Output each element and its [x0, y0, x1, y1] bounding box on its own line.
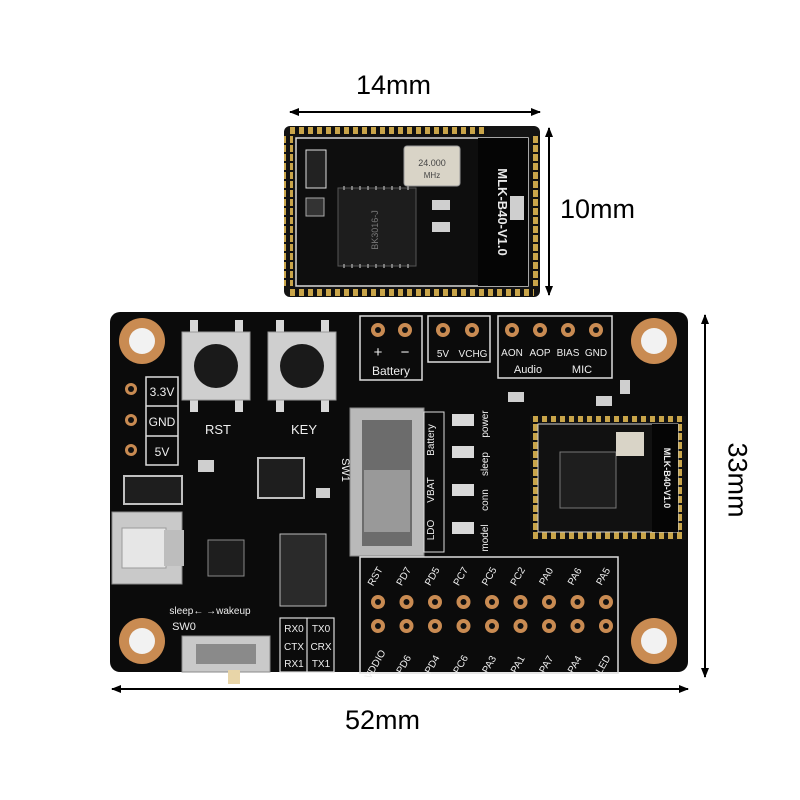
module-chip [337, 187, 417, 267]
diode [123, 475, 183, 505]
gpio-pin-hole [489, 623, 495, 629]
gpio-pin-hole [603, 599, 609, 605]
smd-component [510, 196, 524, 220]
sw0-legend: sleep← →wakeup [169, 606, 251, 617]
mode-label-vbat: VBAT [426, 477, 437, 502]
uart-label-rx0: RX0 [284, 624, 304, 635]
gpio-pin-hole [375, 623, 381, 629]
state-label-conn: conn [480, 489, 491, 511]
smd-component [508, 392, 524, 402]
mode-label-battery: Battery [426, 424, 437, 456]
sw0-slide-switch[interactable] [181, 635, 271, 684]
module-width-label: 14mm [356, 70, 432, 100]
gpio-pin-hole [517, 599, 524, 605]
gpio-pin-hole [460, 599, 467, 605]
mode-label-ldo: LDO [426, 519, 437, 540]
crystal-unit: MHz [424, 171, 440, 180]
mounting-hole [631, 618, 677, 664]
smd-component [432, 222, 450, 232]
charge-header: 5V VCHG [427, 315, 491, 363]
pin-label-gnd: GND [149, 415, 176, 429]
state-labels: model conn sleep power [480, 410, 491, 552]
smd-component [432, 200, 450, 210]
module-chip-text: BK3016-J [370, 210, 380, 250]
pin-label-5v-charge: 5V [437, 349, 450, 360]
rst-button-label: RST [205, 422, 231, 437]
pin-label-vchg: VCHG [459, 349, 488, 360]
gpio-pin-hole [517, 623, 524, 629]
smd-component [305, 149, 327, 189]
battery-plus-sign: + [374, 344, 383, 361]
crystal-oscillator [403, 145, 461, 187]
uart-labels: RX0 TX0 CTX CRX RX1 TX1 [279, 617, 335, 673]
mode-labels: LDO VBAT Battery [423, 411, 445, 553]
gpio-pin-hole [460, 623, 467, 629]
dev-board: 3.3V GND 5V RST KEY + − Battery [110, 312, 688, 684]
gpio-pin-hole [603, 623, 609, 629]
smd-component [316, 488, 330, 498]
battery-header: + − Battery [359, 315, 423, 381]
mounting-hole [631, 318, 677, 364]
module-height-label: 10mm [560, 194, 636, 224]
micro-usb-port [111, 511, 184, 585]
mounting-hole [119, 618, 165, 664]
gpio-pin-hole [574, 599, 581, 605]
gpio-pin-hole [432, 623, 438, 629]
board-width-label: 52mm [345, 705, 421, 735]
rst-button[interactable]: RST [181, 320, 251, 437]
smd-component [305, 197, 325, 217]
state-label-power: power [480, 410, 491, 438]
audio-label: Audio [514, 364, 542, 376]
gpio-pin-hole [403, 623, 410, 629]
sw1-label: SW1 [339, 458, 351, 482]
jumper-block[interactable] [279, 533, 327, 607]
key-button[interactable]: KEY [267, 320, 337, 437]
battery-label: Battery [372, 364, 410, 378]
status-led [452, 446, 474, 458]
voltage-regulator [257, 457, 305, 499]
sw0-label: SW0 [172, 621, 196, 633]
pin-label-3v3: 3.3V [150, 385, 175, 399]
crystal-text: 24.000 [418, 158, 446, 168]
smd-component [620, 380, 630, 394]
battery-minus-sign: − [401, 344, 410, 361]
status-led [452, 414, 474, 426]
smd-component [596, 396, 612, 406]
uart-label-rx1: RX1 [284, 659, 304, 670]
module-label: MLK-B40-V1.0 [495, 168, 510, 255]
gpio-pin-hole [546, 623, 552, 629]
state-label-model: model [480, 524, 491, 551]
key-button-label: KEY [291, 422, 317, 437]
bluetooth-module: 24.000 MHz BK3016-J MLK-B40-V1.0 [284, 126, 540, 297]
mounted-module-label: MLK-B40-V1.0 [662, 448, 672, 509]
gpio-pin-hole [489, 599, 495, 605]
pin-label-gnd-audio: GND [585, 348, 607, 359]
uart-label-tx1: TX1 [312, 659, 331, 670]
power-pin-header: 3.3V GND 5V [125, 376, 179, 466]
sw1-slide-switch[interactable] [349, 407, 425, 557]
gpio-pin-hole [574, 623, 581, 629]
mounting-hole [119, 318, 165, 364]
uart-label-ctx: CTX [284, 642, 304, 653]
status-led [452, 522, 474, 534]
gpio-pin-hole [375, 599, 381, 605]
mounted-module: MLK-B40-V1.0 [530, 416, 686, 540]
state-label-sleep: sleep [480, 452, 491, 476]
status-led [452, 484, 474, 496]
audio-mic-header: AON AOP BIAS GND Audio MIC [497, 315, 613, 379]
mic-label: MIC [572, 364, 592, 376]
gpio-pin-hole [403, 599, 410, 605]
uart-label-crx: CRX [310, 642, 331, 653]
uart-label-tx0: TX0 [312, 624, 331, 635]
smd-component [198, 460, 214, 472]
pin-label-5v: 5V [155, 445, 170, 459]
pin-label-aop: AOP [529, 348, 550, 359]
ic-chip [207, 539, 245, 577]
gpio-pin-hole [432, 599, 438, 605]
gpio-pin-hole [546, 599, 552, 605]
pin-label-aon: AON [501, 348, 523, 359]
pin-label-bias: BIAS [557, 348, 580, 359]
